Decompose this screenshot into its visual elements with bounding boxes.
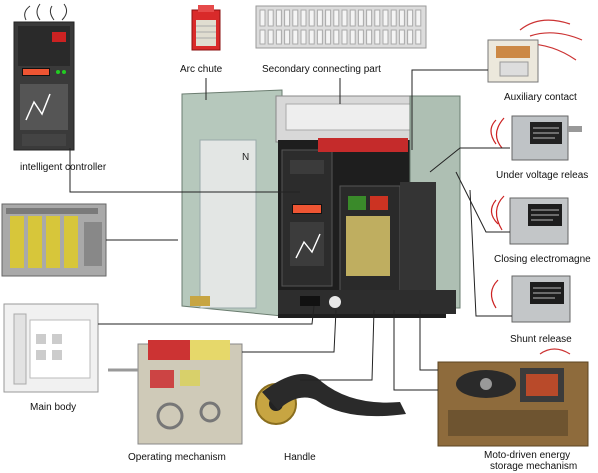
- shunt-release-image: [490, 275, 571, 323]
- secondary-connecting-part-image: [255, 5, 427, 49]
- leader-line-operating: [242, 309, 337, 353]
- main-body-image: [3, 303, 99, 393]
- label-secondary-connecting-part: Secondary connecting part: [262, 64, 381, 75]
- leader-line-moto-1: [393, 310, 438, 391]
- terminal-tooth: [374, 29, 381, 45]
- terminal-tooth: [407, 9, 414, 27]
- terminal-tooth: [292, 9, 299, 27]
- under-voltage-release-image: [490, 115, 582, 161]
- terminal-tooth: [267, 29, 274, 45]
- label-intelligent-controller: intelligent controller: [20, 162, 107, 173]
- terminal-tooth: [349, 29, 356, 45]
- leader-line-auxiliary: [411, 69, 488, 150]
- terminal-tooth: [357, 29, 364, 45]
- intelligent-controller-image: [13, 3, 75, 151]
- terminal-tooth: [284, 29, 291, 45]
- terminal-tooth: [390, 29, 397, 45]
- label-under-voltage-release: Under voltage releas: [496, 170, 589, 181]
- breaker-front-letter: N: [242, 152, 249, 163]
- terminal-tooth: [300, 9, 307, 27]
- terminal-tooth: [292, 29, 299, 45]
- terminal-tooth: [415, 9, 422, 27]
- contact-assembly-image: [1, 203, 107, 277]
- terminal-tooth: [325, 9, 332, 27]
- terminal-tooth: [275, 9, 282, 27]
- leader-line-closing: [455, 171, 510, 233]
- label-moto-driven-energy-line1: Moto-driven energy: [484, 450, 571, 461]
- terminal-tooth: [407, 29, 414, 45]
- terminal-tooth: [398, 9, 405, 27]
- leader-line-moto-2: [419, 310, 438, 371]
- terminal-tooth: [308, 9, 315, 27]
- terminal-tooth: [316, 29, 323, 45]
- label-operating-mechanism: Operating mechanism: [128, 452, 226, 463]
- terminal-tooth: [259, 29, 266, 45]
- terminal-tooth: [382, 29, 389, 45]
- terminal-tooth: [275, 29, 282, 45]
- leader-line-shunt: [469, 189, 512, 317]
- label-auxiliary-contact: Auxiliary contact: [504, 92, 577, 103]
- leader-line-handle: [300, 309, 375, 381]
- terminal-tooth: [390, 9, 397, 27]
- terminal-tooth: [415, 29, 422, 45]
- label-closing-electromagnet: Closing electromagne: [494, 254, 591, 265]
- label-handle: Handle: [284, 452, 316, 463]
- moto-driven-energy-storage-image: [437, 348, 589, 447]
- terminal-tooth: [267, 9, 274, 27]
- terminal-tooth: [333, 9, 340, 27]
- auxiliary-contact-image: [487, 19, 583, 83]
- terminal-tooth: [374, 9, 381, 27]
- terminal-tooth: [366, 9, 373, 27]
- terminal-tooth: [325, 29, 332, 45]
- arc-chute-image: [191, 5, 221, 51]
- label-shunt-release: Shunt release: [510, 334, 572, 345]
- terminal-tooth: [308, 29, 315, 45]
- leader-line-controller: [69, 148, 300, 193]
- terminal-tooth: [398, 29, 405, 45]
- terminal-tooth: [316, 9, 323, 27]
- terminal-tooth: [357, 9, 364, 27]
- terminal-tooth: [333, 29, 340, 45]
- operating-mechanism-image: [108, 340, 243, 445]
- leader-lines: [69, 69, 512, 391]
- leader-line-main-body: [98, 305, 315, 325]
- terminal-tooth: [284, 9, 291, 27]
- terminal-tooth: [341, 29, 348, 45]
- leader-line-under-voltage: [429, 147, 510, 173]
- label-main-body: Main body: [30, 402, 77, 413]
- terminal-tooth: [341, 9, 348, 27]
- terminal-tooth: [382, 9, 389, 27]
- label-arc-chute: Arc chute: [180, 64, 223, 75]
- label-moto-driven-energy-line2: storage mechanism: [490, 461, 578, 472]
- terminal-tooth: [349, 9, 356, 27]
- circuit-breaker-image: [181, 89, 461, 318]
- handle-image: [255, 374, 406, 425]
- closing-electromagnet-image: [490, 195, 569, 245]
- terminal-tooth: [366, 29, 373, 45]
- terminal-tooth: [259, 9, 266, 27]
- terminal-tooth: [300, 29, 307, 45]
